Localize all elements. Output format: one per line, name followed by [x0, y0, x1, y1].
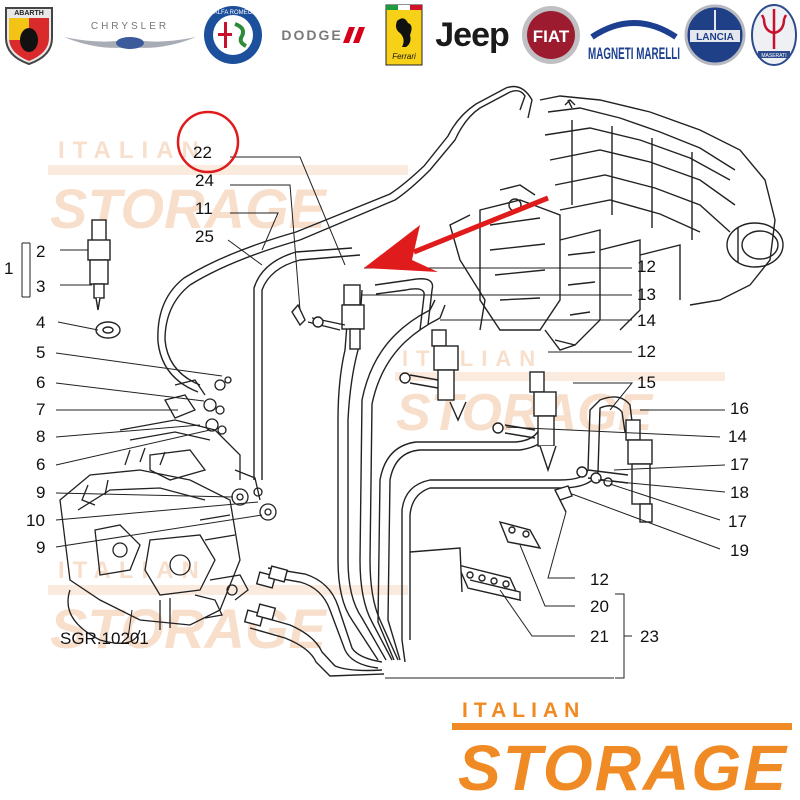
- part-label-10: 10: [26, 511, 45, 530]
- chrysler-wings-icon: CHRYSLER: [64, 21, 196, 49]
- svg-text:CHRYSLER: CHRYSLER: [91, 21, 169, 32]
- maserati-trident-icon: MASERATI: [751, 4, 797, 66]
- part-label-4: 4: [36, 313, 45, 332]
- lancia-logo[interactable]: LANCIA: [684, 4, 746, 66]
- svg-text:STORAGE: STORAGE: [50, 597, 328, 660]
- red-arrow-shaft: [413, 195, 549, 255]
- part-label-18: 18: [730, 483, 749, 502]
- part-label-12-c: 12: [590, 570, 609, 589]
- svg-text:FIAT: FIAT: [533, 27, 570, 46]
- svg-text:ALFA ROMEO: ALFA ROMEO: [214, 10, 253, 16]
- callout-leader-lines: [21, 156, 726, 679]
- jeep-wordmark: Jeep: [435, 15, 509, 54]
- svg-text:LANCIA: LANCIA: [696, 32, 734, 43]
- dodge-wordmark: DODGE: [281, 27, 343, 43]
- pipe-clamp-brackets: [409, 485, 573, 602]
- part-number-labels: 22 24 11 25 1 2 3 4 5 6 7 8 6 9 10 9 12 …: [4, 143, 749, 648]
- lancia-badge-icon: LANCIA: [684, 4, 746, 66]
- part-label-9-bottom: 9: [36, 538, 45, 557]
- drawing-reference-code: SGR.10201: [60, 629, 149, 648]
- pump-outlet-fittings: [243, 565, 289, 627]
- fuel-injector-a: [291, 284, 365, 350]
- ferrari-shield-icon: Ferrari: [385, 4, 423, 66]
- part-label-21: 21: [590, 627, 609, 646]
- alfa-romeo-logo[interactable]: ALFA ROMEO: [202, 4, 264, 66]
- part-label-8: 8: [36, 427, 45, 446]
- brand-logo-bar: ABARTH CHRYSLER ALFA ROMEO: [0, 0, 800, 72]
- part-label-11: 11: [195, 199, 213, 218]
- part-label-6-bottom: 6: [36, 455, 45, 474]
- part-label-12-a: 12: [637, 257, 656, 276]
- part-label-17-b: 17: [728, 512, 747, 531]
- alfa-romeo-badge-icon: ALFA ROMEO: [204, 6, 262, 64]
- injection-pump-assembly: [59, 376, 277, 644]
- highlight-circle-part-22: [176, 110, 240, 174]
- dodge-logo[interactable]: DODGE: [268, 4, 378, 66]
- part-label-22: 22: [193, 143, 212, 162]
- fuel-injector-b: [399, 329, 467, 422]
- fuel-injector-c: [492, 371, 557, 473]
- magneti-marelli-wordmark-icon: MAGNETI MARELLI: [588, 20, 680, 63]
- part-label-24: 24: [195, 171, 214, 190]
- svg-text:ABARTH: ABARTH: [14, 10, 44, 17]
- part-label-13: 13: [637, 285, 656, 304]
- intake-manifold: [449, 95, 784, 351]
- part-label-14-b: 14: [728, 427, 747, 446]
- magneti-marelli-logo[interactable]: MAGNETI MARELLI: [586, 4, 682, 66]
- italian-storage-footer-logo: ITALIAN STORAGE: [452, 699, 792, 800]
- maserati-logo[interactable]: MASERATI: [750, 4, 798, 66]
- part-label-2: 2: [36, 242, 45, 261]
- fuel-return-pipes: [157, 85, 533, 480]
- highlight-annotation: [176, 110, 549, 272]
- chrysler-logo[interactable]: CHRYSLER: [62, 4, 198, 66]
- part-label-25: 25: [195, 227, 214, 246]
- part-label-19: 19: [730, 541, 749, 560]
- part-label-3: 3: [36, 277, 45, 296]
- fiat-logo[interactable]: FIAT: [520, 4, 582, 66]
- part-label-9-top: 9: [36, 483, 45, 502]
- part-label-15: 15: [637, 373, 656, 392]
- footer-logo-line1: ITALIAN: [462, 699, 585, 722]
- svg-text:MAGNETI MARELLI: MAGNETI MARELLI: [588, 44, 680, 63]
- fuel-injector-left: [87, 219, 121, 339]
- svg-text:ITALIAN: ITALIAN: [58, 557, 207, 584]
- part-label-6-top: 6: [36, 373, 45, 392]
- svg-text:ITALIAN: ITALIAN: [58, 137, 207, 164]
- footer-logo-bar: [452, 723, 792, 730]
- part-label-14-a: 14: [637, 311, 656, 330]
- part-label-23: 23: [640, 627, 659, 646]
- svg-text:MASERATI: MASERATI: [761, 53, 786, 59]
- abarth-logo[interactable]: ABARTH: [2, 4, 56, 66]
- svg-text:Ferrari: Ferrari: [392, 52, 416, 61]
- part-label-17-a: 17: [730, 455, 749, 474]
- part-label-7: 7: [36, 400, 45, 419]
- part-label-20: 20: [590, 597, 609, 616]
- jeep-logo[interactable]: Jeep: [428, 4, 516, 66]
- part-label-5: 5: [36, 343, 45, 362]
- fiat-badge-icon: FIAT: [522, 6, 580, 64]
- ferrari-logo[interactable]: Ferrari: [384, 4, 424, 66]
- svg-text:STORAGE: STORAGE: [396, 384, 654, 442]
- svg-text:ITALIAN: ITALIAN: [402, 346, 543, 371]
- part-label-1: 1: [4, 259, 13, 278]
- part-label-16: 16: [730, 399, 749, 418]
- part-label-12-b: 12: [637, 342, 656, 361]
- abarth-shield-icon: ABARTH: [5, 7, 53, 66]
- red-arrow-head-icon: [364, 225, 438, 272]
- footer-logo-line2: STORAGE: [458, 732, 788, 800]
- dodge-stripes-icon: [342, 27, 365, 43]
